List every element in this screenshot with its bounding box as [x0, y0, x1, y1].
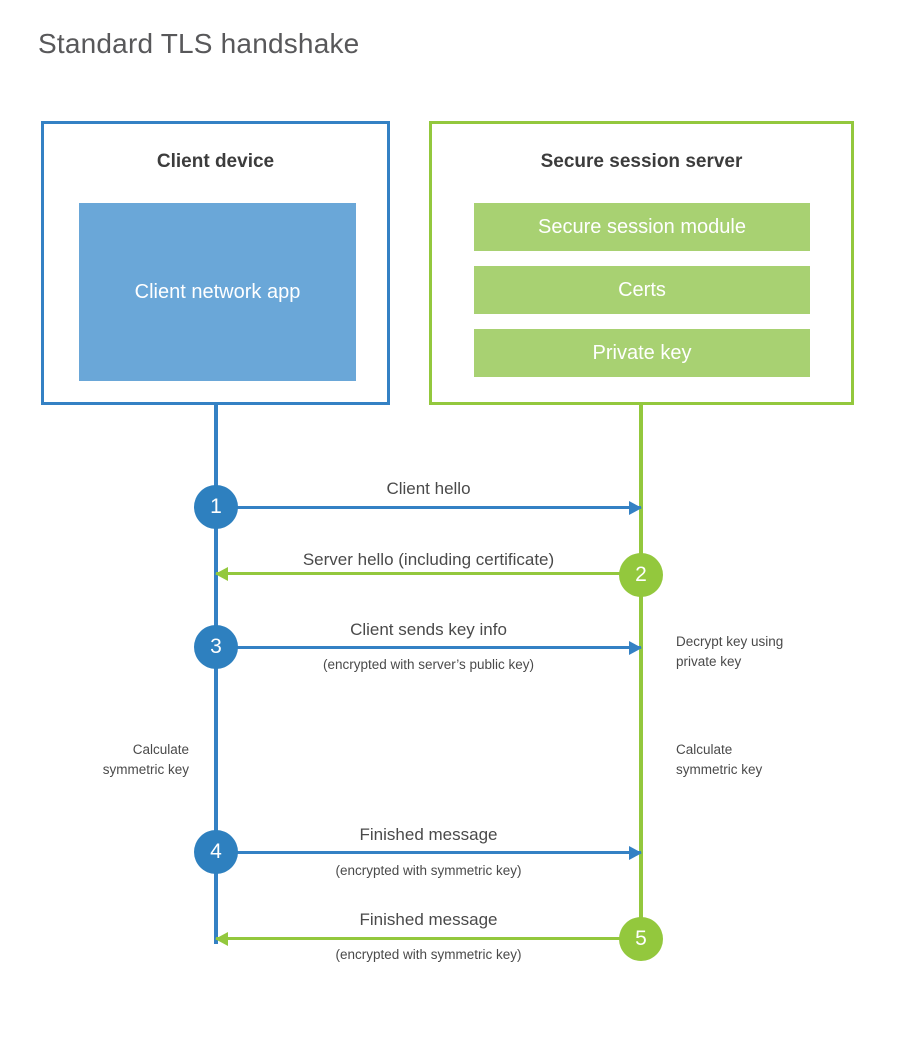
note-calc-server-line-1: Calculate — [676, 742, 733, 757]
step-4-arrow — [216, 845, 642, 860]
note-decrypt-key-line-1: Decrypt key using — [676, 634, 784, 649]
step-5-arrow — [215, 931, 641, 946]
step-2-arrow — [215, 566, 641, 581]
note-decrypt-key: Decrypt key using private key — [676, 632, 783, 671]
note-calculate-symmetric-key-server: Calculate symmetric key — [676, 740, 762, 779]
step-1-label: Client hello — [386, 479, 471, 498]
note-calculate-symmetric-key-client: Calculate symmetric key — [0, 740, 189, 779]
step-5-marker: 5 — [619, 917, 663, 961]
secure-session-server-panel: Secure session server Secure session mod… — [429, 121, 854, 405]
step-5-label: Finished message — [359, 910, 498, 929]
step-4-label: Finished message — [359, 825, 498, 844]
step-4-marker: 4 — [194, 830, 238, 874]
server-component-secure-session-module: Secure session module — [474, 203, 810, 251]
arrow-head-right-icon — [629, 500, 642, 515]
step-1-marker: 1 — [194, 485, 238, 529]
step-3-arrow — [216, 640, 642, 655]
step-2-label: Server hello (including certificate) — [302, 550, 555, 569]
note-decrypt-key-line-2: private key — [676, 653, 742, 669]
step-1-arrow — [216, 500, 642, 515]
arrow-head-left-icon — [215, 931, 228, 946]
step-3-sublabel: (encrypted with server’s public key) — [322, 657, 535, 672]
arrow-head-left-icon — [215, 566, 228, 581]
server-lifeline — [639, 402, 643, 939]
step-3-marker: 3 — [194, 625, 238, 669]
note-calc-client-line-2: symmetric key — [102, 761, 189, 777]
client-lifeline — [214, 402, 218, 944]
arrow-head-right-icon — [629, 640, 642, 655]
server-component-certs: Certs — [474, 266, 810, 314]
server-component-private-key: Private key — [474, 329, 810, 377]
client-device-title: Client device — [156, 151, 275, 172]
client-device-panel: Client device Client network app — [41, 121, 390, 405]
note-calc-server-line-2: symmetric key — [676, 761, 763, 777]
secure-session-server-title: Secure session server — [540, 151, 743, 172]
client-network-app-box: Client network app — [79, 203, 356, 381]
step-2-marker: 2 — [619, 553, 663, 597]
step-5-sublabel: (encrypted with symmetric key) — [335, 947, 522, 962]
note-calc-client-line-1: Calculate — [132, 742, 189, 757]
step-4-sublabel: (encrypted with symmetric key) — [335, 863, 522, 878]
arrow-head-right-icon — [629, 845, 642, 860]
page-title: Standard TLS handshake — [38, 28, 360, 59]
step-3-label: Client sends key info — [350, 620, 507, 639]
